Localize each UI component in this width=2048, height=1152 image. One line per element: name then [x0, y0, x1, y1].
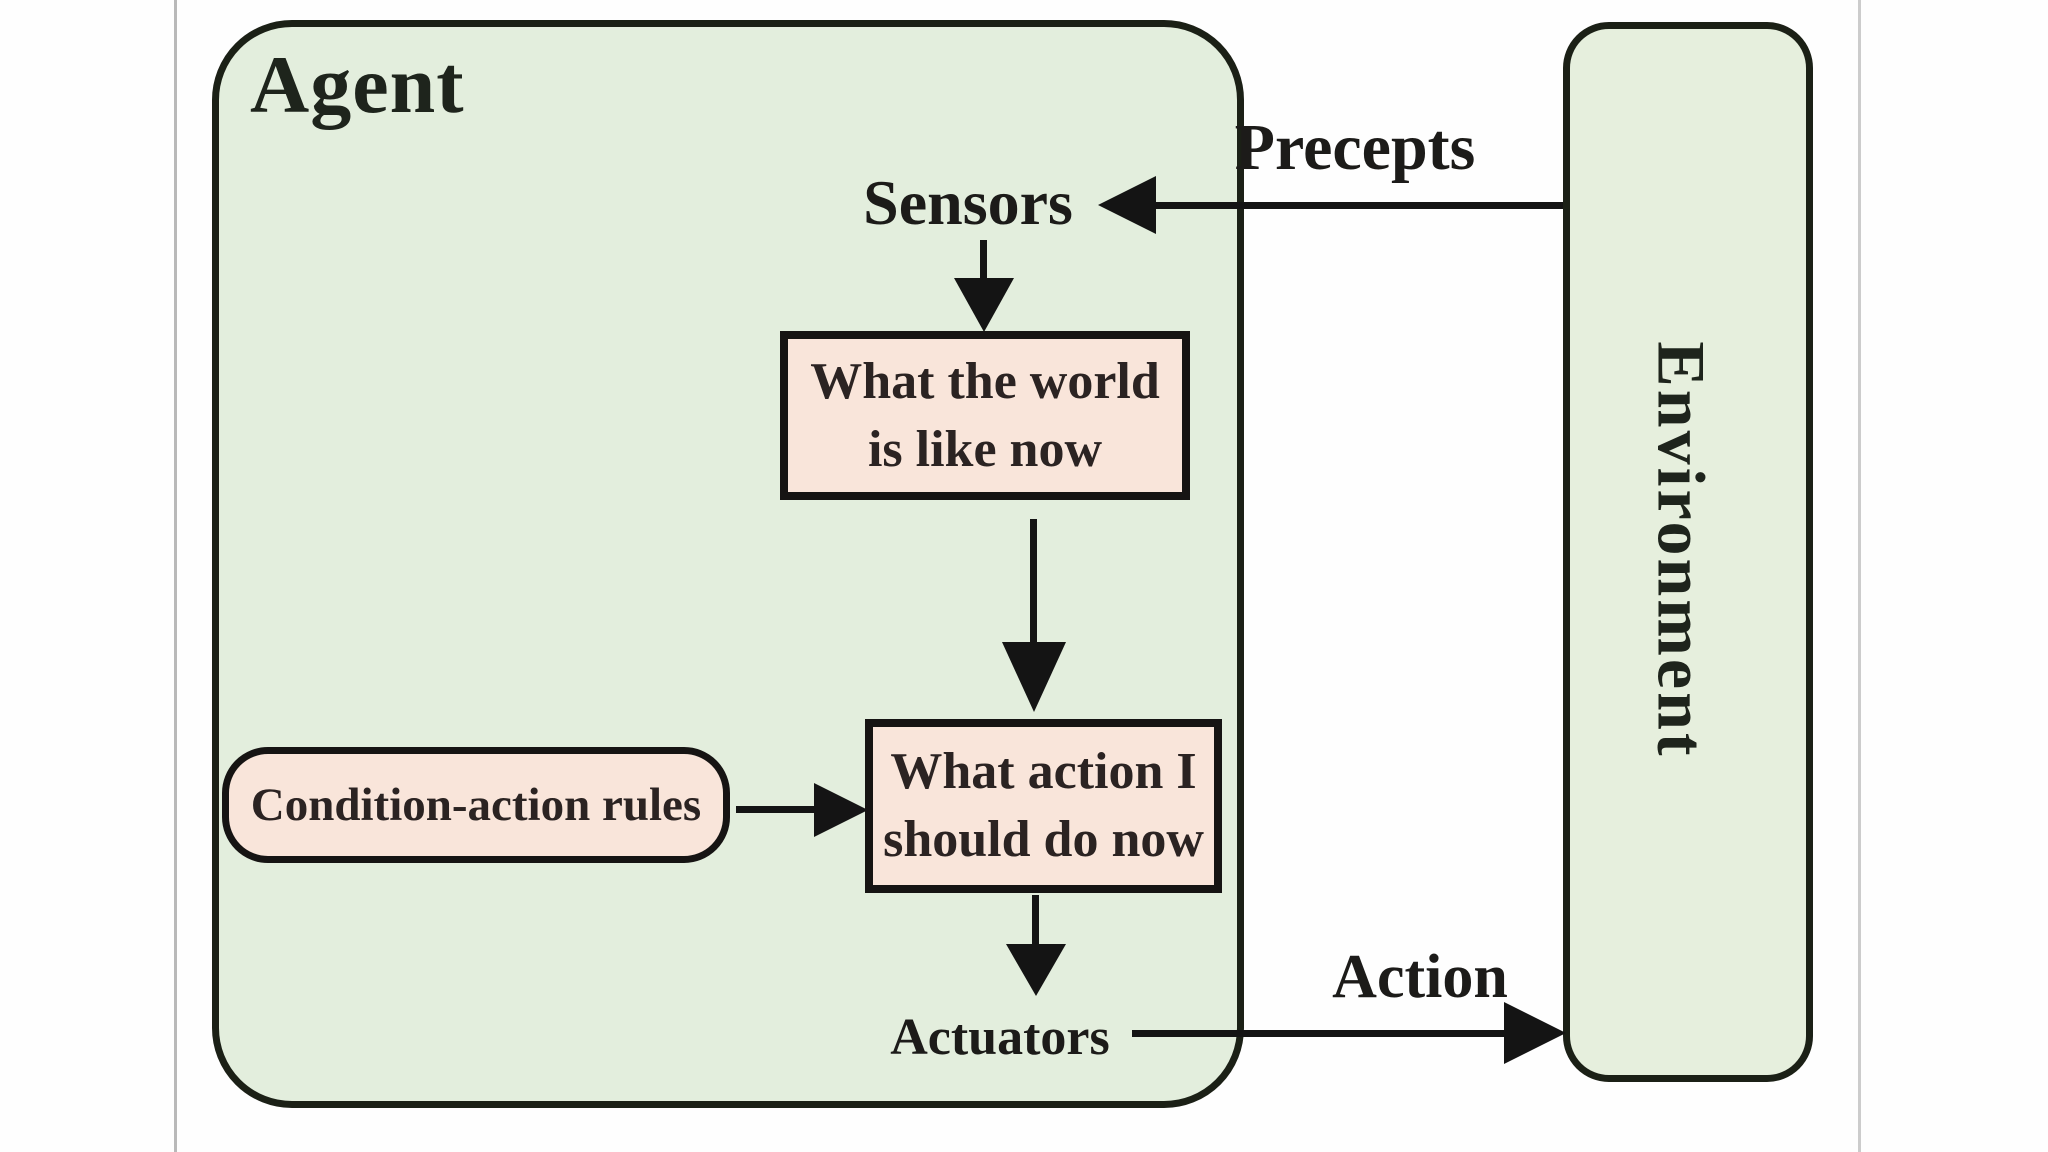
precepts-edge-label: Precepts	[1234, 111, 1476, 184]
rules-to-action-arrow-line	[736, 806, 820, 813]
page-border-right	[1858, 0, 1861, 1152]
condition-action-rules-node: Condition-action rules	[222, 747, 730, 863]
world-state-line1: What the world	[810, 352, 1160, 410]
page-border-left	[174, 0, 177, 1152]
world-to-action-arrow-line	[1030, 519, 1037, 647]
environment-container	[1563, 22, 1813, 1082]
action-choice-line2: should do now	[883, 811, 1204, 868]
sensors-to-world-arrowhead-icon	[954, 278, 1014, 332]
action-choice-line1: What action I	[890, 743, 1197, 800]
world-state-node: What the world is like now	[780, 331, 1190, 500]
action-to-actuators-arrowhead-icon	[1006, 944, 1066, 996]
precepts-arrowhead-icon	[1098, 176, 1156, 234]
agent-container	[212, 20, 1244, 1108]
environment-title: Environment	[1643, 341, 1720, 759]
sensors-to-world-arrow-line	[980, 240, 987, 286]
rules-to-action-arrowhead-icon	[814, 783, 868, 837]
precepts-arrow-line	[1152, 202, 1563, 209]
action-arrow-line	[1132, 1030, 1508, 1037]
condition-action-rules-label: Condition-action rules	[250, 779, 702, 831]
actuators-node-label: Actuators	[890, 1009, 1110, 1066]
action-arrowhead-icon	[1504, 1002, 1566, 1064]
sensors-node-label: Sensors	[863, 167, 1073, 238]
action-edge-label: Action	[1332, 943, 1508, 1011]
world-state-line2: is like now	[867, 420, 1103, 478]
action-to-actuators-arrow-line	[1032, 895, 1039, 949]
world-to-action-arrowhead-icon	[1002, 642, 1066, 712]
action-choice-node: What action I should do now	[865, 719, 1222, 893]
agent-title: Agent	[250, 39, 465, 130]
